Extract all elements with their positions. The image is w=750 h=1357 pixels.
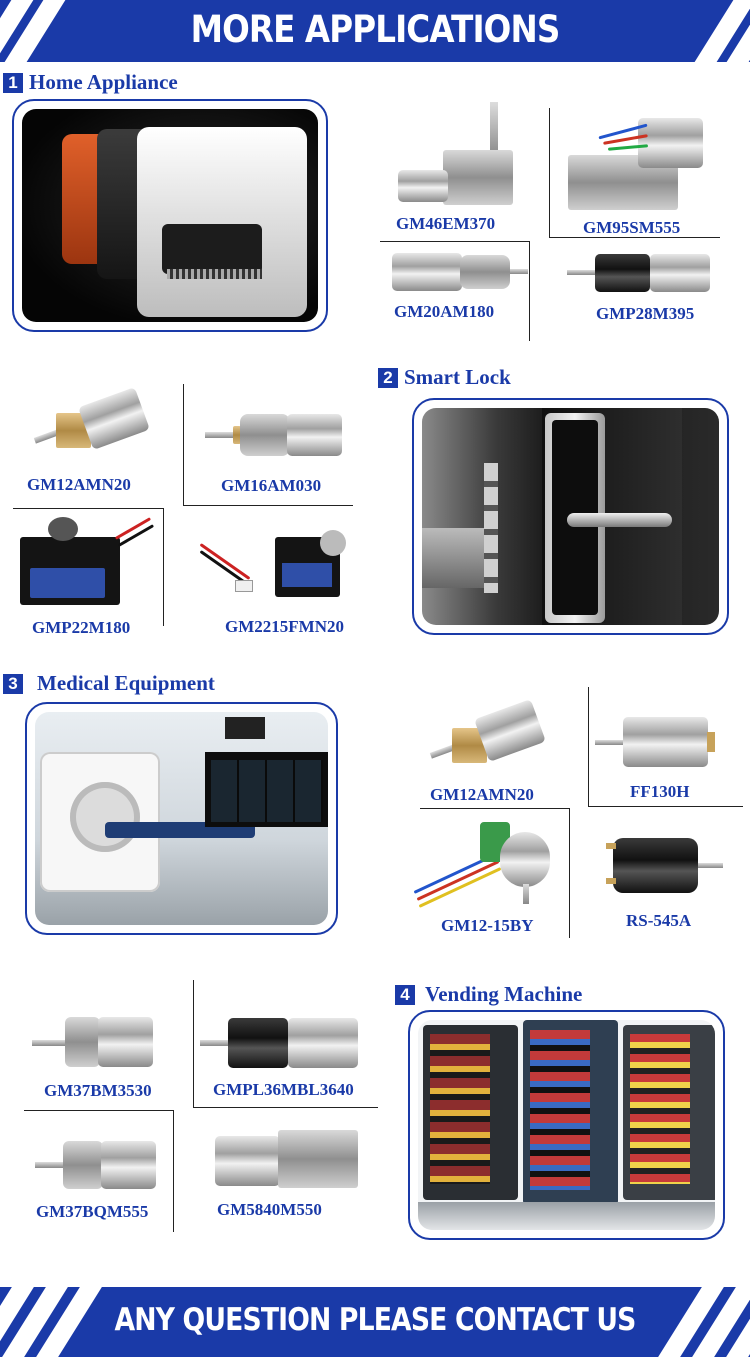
divider: [549, 237, 720, 238]
divider: [380, 241, 530, 242]
vending-machines-photo: [418, 1020, 715, 1230]
smart-lock-photo: [422, 408, 719, 625]
top-banner: MORE APPLICATIONS: [0, 0, 750, 62]
gmp28m395-image: [565, 250, 715, 300]
bottom-banner[interactable]: ANY QUESTION PLEASE CONTACT US: [0, 1287, 750, 1357]
product-label: GM12AMN20: [430, 785, 534, 804]
product-label: GM20AM180: [394, 302, 495, 321]
section-number: 1: [3, 72, 23, 93]
divider: [588, 806, 743, 807]
smart-lock-photo-frame: [412, 398, 729, 635]
product-label: GMPL36MBL3640: [213, 1080, 354, 1099]
product-label: GMP22M180: [32, 618, 131, 637]
page-title: MORE APPLICATIONS: [190, 8, 561, 51]
section-number: 4: [395, 984, 415, 1005]
divider: [13, 508, 163, 509]
section-title-medical-equipment: 3 Medical Equipment: [3, 671, 215, 696]
section-number: 2: [378, 367, 398, 388]
product-label: FF130H: [630, 782, 690, 801]
section-label: Home Appliance: [29, 70, 178, 94]
gm20am180-image: [382, 248, 532, 298]
gm2215fmn20-image: [190, 525, 360, 610]
section-title-smart-lock: 2 Smart Lock: [378, 365, 511, 390]
divider: [183, 384, 184, 506]
ff130h-image: [595, 712, 725, 772]
medical-equipment-photo-frame: [25, 702, 338, 935]
divider: [193, 980, 194, 1108]
section-label: Vending Machine: [425, 982, 583, 1006]
divider: [420, 808, 570, 809]
divider: [24, 1110, 174, 1111]
divider: [588, 687, 589, 807]
divider: [183, 505, 353, 506]
section-title-vending-machine: 4 Vending Machine: [395, 982, 582, 1007]
divider: [173, 1110, 174, 1232]
product-label: GM46EM370: [396, 214, 496, 233]
vending-machine-photo-frame: [408, 1010, 725, 1240]
product-label: GM95SM555: [583, 218, 681, 237]
gm37bm3530-image: [32, 1012, 162, 1072]
product-label: GM37BQM555: [36, 1202, 149, 1221]
medical-room-photo: [35, 712, 328, 925]
coffee-machine-photo: [22, 109, 318, 322]
divider: [193, 1107, 378, 1108]
section-label: Smart Lock: [404, 365, 511, 389]
gm46em370-image: [398, 100, 518, 210]
product-label: RS-545A: [626, 911, 692, 930]
home-appliance-photo-frame: [12, 99, 328, 332]
product-label: GM37BM3530: [44, 1081, 152, 1100]
gm5840m550-image: [210, 1128, 370, 1193]
section-label: Medical Equipment: [37, 671, 215, 695]
divider: [569, 808, 570, 938]
gm12amn20-image: [429, 699, 550, 780]
contact-us-text[interactable]: ANY QUESTION PLEASE CONTACT US: [114, 1302, 636, 1338]
divider: [549, 108, 550, 238]
product-label: GM5840M550: [217, 1200, 322, 1219]
gm16am030-image: [205, 410, 355, 465]
gm12amn20-image: [33, 387, 154, 468]
rs-545a-image: [598, 828, 728, 898]
product-label: GM12-15BY: [441, 916, 534, 935]
section-title-home-appliance: 1 Home Appliance: [3, 70, 178, 95]
gm12-15by-image: [405, 812, 565, 912]
gmpl36mbl3640-image: [200, 1014, 370, 1074]
gm37bqm555-image: [35, 1138, 165, 1193]
gm95sm555-image: [568, 100, 718, 215]
divider: [163, 508, 164, 626]
product-label: GM12AMN20: [27, 475, 131, 494]
section-number: 3: [3, 673, 23, 694]
product-label: GM2215FMN20: [225, 617, 344, 636]
divider: [529, 241, 530, 341]
gmp22m180-image: [18, 512, 168, 612]
product-label: GM16AM030: [221, 476, 322, 495]
product-label: GMP28M395: [596, 304, 695, 323]
